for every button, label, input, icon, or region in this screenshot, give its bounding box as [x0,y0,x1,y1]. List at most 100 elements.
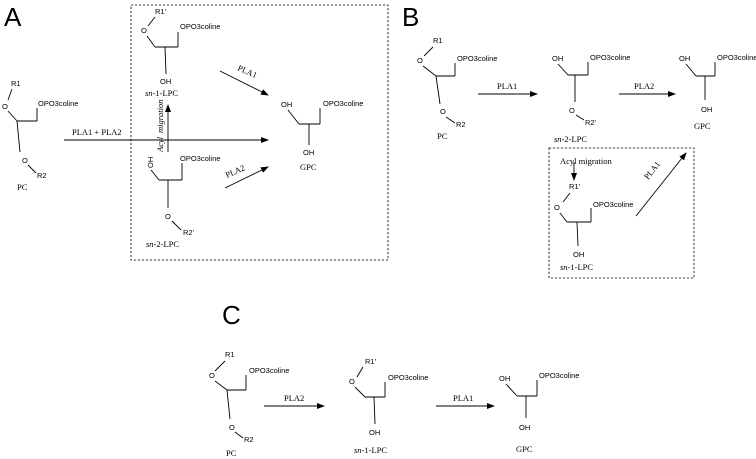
sn1-c-oh: OH [369,428,380,437]
sn1-c-head: OPO3coline [388,373,428,382]
bond [164,46,167,75]
pc-c-o2: O [229,423,235,432]
bond [685,63,697,77]
pc-a-o1: O [2,102,8,111]
arrow-b-diag-pla1 [635,152,687,217]
sn1-b-oh: OH [573,250,584,259]
sn1-lpc-structure-c: R1' O OPO3coline OH sn-1-LPC [349,357,428,455]
pc-b-label: PC [437,131,448,141]
gpc-structure-a: OH OPO3coline OH GPC [281,99,363,172]
sn2-b-o: O [569,106,575,115]
arrow-b-migration-label: Acyl migration [560,156,612,166]
arrow-a-top-label: PLA1 [236,63,259,80]
pc-c-head: OPO3coline [249,366,289,375]
bond [562,192,571,203]
gpc-c-oh1: OH [499,374,510,383]
bond [557,63,569,76]
pc-c-r1: R1 [225,350,235,359]
bond [423,46,434,57]
sn2-lpc-structure-b: OH OPO3coline O R2' sn-2-LPC [552,53,630,144]
sn1-lpc-structure-a: R1' O OPO3coline OH sn-1-LPC [141,7,220,98]
bond [373,396,376,425]
gpc-b-head: OPO3coline [717,53,756,62]
gpc-b-oh2: OH [701,105,712,114]
gpc-structure-b: OH OPO3coline OH GPC [679,53,756,131]
arrow-c-first-label: PLA2 [284,393,304,403]
gpc-a-label: GPC [300,162,317,172]
arrow-a-top-pla1 [219,70,269,96]
panel-c: C R1 O OPO3coline O R2 PC PLA2 R1' O OP [209,300,579,458]
bond [234,431,244,439]
sn1-a-label: sn-1-LPC [145,88,178,98]
sn2-a-head: OPO3coline [180,154,220,163]
bond [146,35,156,48]
bond [505,383,518,397]
bond [354,386,366,398]
sn1-b-o: O [554,203,560,212]
panel-b-dashed-box [548,147,695,279]
bond [171,220,182,231]
gpc-a-oh2: OH [303,148,314,157]
pc-a-label: PC [17,182,28,192]
bond [226,389,231,420]
bond [422,65,437,77]
sn2-b-r2: R2' [585,118,597,127]
gpc-a-head: OPO3coline [323,99,363,108]
sn1-a-oh: OH [160,77,171,86]
pc-structure-a: R1 O OPO3coline O R2 PC [2,79,78,192]
pc-a-r1: R1 [11,79,21,88]
sn2-a-r2: R2' [183,228,195,237]
sn1-b-head: OPO3coline [593,200,633,209]
arrow-a-migration-label-2: migration [155,99,165,133]
bond [576,221,579,247]
panel-b-letter: B [402,2,419,32]
sn1-b-r1: R1' [569,182,581,191]
panel-b: B R1 O OPO3coline O R2 PC PLA1 OH OPO3co… [402,2,756,279]
bond [214,360,226,372]
gpc-c-oh2: OH [519,423,530,432]
pc-a-head: OPO3coline [38,99,78,108]
arrow-b-first-label: PLA1 [497,81,517,91]
bond [214,380,228,391]
sn1-a-head: OPO3coline [180,22,220,31]
bond [575,114,585,121]
sn1-c-label: sn-1-LPC [354,445,387,455]
pc-b-r2: R2 [456,120,466,129]
bond [445,116,456,124]
gpc-a-oh1: OH [281,100,292,109]
arrow-a-migration-label-1: Acyl [155,136,165,153]
pc-c-label: PC [226,448,237,458]
pc-structure-c: R1 O OPO3coline O R2 PC [209,350,289,458]
panel-a-letter: A [4,2,22,32]
arrow-a-main-label: PLA1 + PLA2 [72,127,122,137]
gpc-b-label: GPC [694,121,711,131]
sn2-b-head: OPO3coline [590,53,630,62]
bond [356,366,364,378]
sn2-b-oh: OH [552,54,563,63]
gpc-c-label: GPC [516,444,533,454]
gpc-structure-c: OH OPO3coline OH GPC [499,371,579,454]
pc-c-r2: R2 [244,435,254,444]
sn1-a-o: O [141,26,147,35]
arrow-a-bottom-pla2 [224,166,269,189]
sn2-lpc-structure-a: OH OPO3coline O R2' sn-2-LPC [146,154,220,249]
sn1-b-label: sn-1-LPC [560,262,593,272]
bond [147,16,156,27]
arrow-a-bottom-label: PLA2 [224,162,247,179]
pc-b-head: OPO3coline [457,54,497,63]
panel-a-dashed-box [130,4,389,261]
bond [559,212,568,223]
sn2-a-oh: OH [146,157,155,168]
bond [150,169,160,181]
sn1-c-o: O [349,377,355,386]
pc-a-r2: R2 [37,171,47,180]
bond [435,75,441,105]
sn1-c-r1: R1' [365,357,377,366]
sn2-b-label: sn-2-LPC [554,134,587,144]
bond [16,120,21,153]
gpc-c-head: OPO3coline [539,371,579,380]
sn2-a-o: O [165,212,171,221]
pc-c-o1: O [209,371,215,380]
bond [7,110,18,122]
pc-structure-b: R1 O OPO3coline O R2 PC [417,36,497,141]
